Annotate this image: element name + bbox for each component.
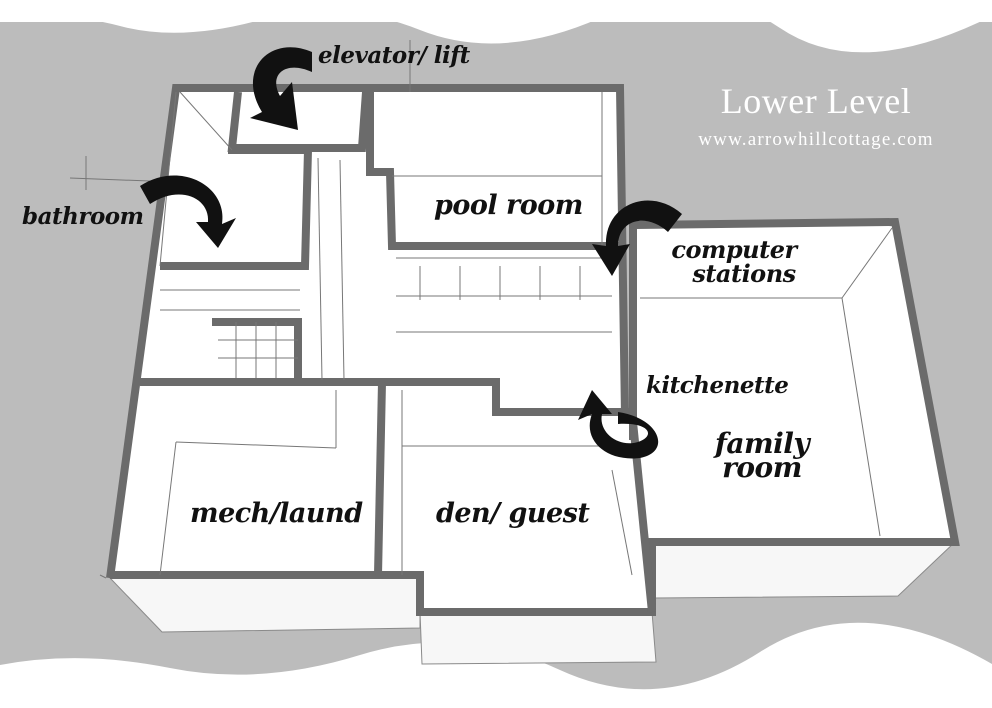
sketch-line bbox=[159, 441, 177, 576]
wall-face-front-left bbox=[108, 577, 421, 633]
wall-stairs bbox=[212, 318, 302, 380]
sketch-line bbox=[611, 469, 633, 576]
label-family-line2: room bbox=[722, 451, 802, 484]
page-title: Lower Level bbox=[720, 81, 912, 121]
label-bathroom: bathroom bbox=[22, 203, 144, 230]
sketch-line bbox=[99, 574, 107, 579]
sketch-line bbox=[179, 91, 233, 151]
arrow-computer bbox=[592, 200, 682, 276]
label-elevator: elevator/ lift bbox=[318, 42, 470, 69]
label-family-line1: family bbox=[714, 427, 810, 460]
paper-top-brush bbox=[0, 0, 992, 53]
arrow-kitchenette bbox=[578, 390, 659, 459]
callout-arrows bbox=[140, 47, 682, 459]
label-den-guest: den/ guest bbox=[436, 498, 590, 529]
website-url: www.arrowhillcottage.com bbox=[698, 129, 934, 150]
label-computer-line1: computer bbox=[671, 235, 797, 264]
label-pool-room: pool room bbox=[434, 190, 583, 221]
wall-pool-room bbox=[366, 92, 622, 250]
sketch-line bbox=[317, 157, 323, 381]
label-computer-line2: stations bbox=[692, 259, 796, 288]
wall-face-front-center bbox=[419, 611, 657, 665]
label-computer-stations: computer stations bbox=[664, 238, 804, 286]
wall-outer-bottom-left bbox=[110, 217, 960, 616]
sketch-line bbox=[841, 227, 893, 299]
sketch-line bbox=[841, 297, 881, 537]
sketch-line bbox=[339, 159, 345, 381]
paper-bottom-brush bbox=[0, 622, 992, 708]
wall-mech-divider bbox=[374, 381, 386, 576]
label-family-room: family room bbox=[708, 430, 816, 482]
wall-mech-laund bbox=[140, 378, 632, 416]
label-kitchenette: kitchenette bbox=[646, 372, 789, 399]
arrow-elevator bbox=[250, 47, 312, 131]
arrow-bathroom bbox=[140, 175, 236, 248]
floor-main bbox=[110, 88, 955, 621]
sketch-line bbox=[175, 441, 337, 449]
label-mech-laund: mech/laund bbox=[190, 498, 363, 529]
